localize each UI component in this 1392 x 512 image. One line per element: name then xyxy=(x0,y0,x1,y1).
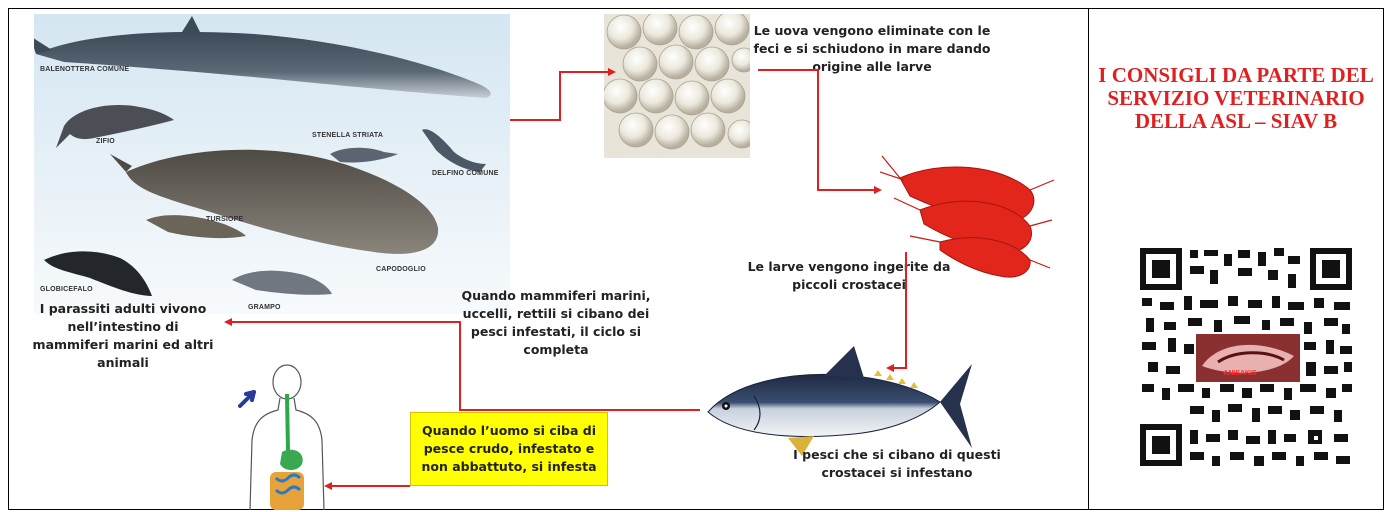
sidebar-title: I CONSIGLI DA PARTE DEL SERVIZIO VETERIN… xyxy=(1098,63,1374,133)
eggs-image xyxy=(604,14,750,158)
label-capodoglio: CAPODOGLIO xyxy=(376,266,426,273)
shrimp-image xyxy=(880,155,1055,278)
marine-mammals-illustration xyxy=(34,14,510,314)
column-divider xyxy=(1088,8,1089,510)
delfino-shape xyxy=(422,129,486,172)
adult-parasites-text: I parassiti adulti vivono nell’intestino… xyxy=(32,301,214,370)
label-globicefalo: GLOBICEFALO xyxy=(40,286,93,293)
larvae-text: Le larve vengono ingerite da piccoli cro… xyxy=(747,259,951,292)
fin-whale-shape xyxy=(36,32,491,98)
capodoglio-shape xyxy=(126,149,439,254)
zifio-shape xyxy=(64,104,174,140)
eggs-text: Le uova vengono eliminate con le feci e … xyxy=(753,23,991,74)
stenella-shape xyxy=(330,147,398,163)
fish-text: I pesci che si cibano di questi crostace… xyxy=(793,447,1001,480)
globicefalo-shape xyxy=(44,251,152,296)
arrow-fish-to-mammals xyxy=(224,318,700,411)
human-digestive-image xyxy=(238,364,325,510)
label-stenella: STENELLA STRIATA xyxy=(312,132,384,139)
label-grampo: GRAMPO xyxy=(248,304,281,311)
label-tursiope: TURSIOPE xyxy=(206,216,244,223)
label-delfino: DELFINO COMUNE xyxy=(432,170,499,177)
tursiope-shape xyxy=(146,215,246,239)
qr-code[interactable] xyxy=(1138,246,1354,468)
tuna-image xyxy=(707,346,972,456)
arrow-shrimp-to-fish xyxy=(886,252,907,372)
completion-text: Quando mammiferi marini, uccelli, rettil… xyxy=(461,288,651,357)
human-infection-box xyxy=(410,412,608,486)
human-infection-text: Quando l’uomo si ciba di pesce crudo, in… xyxy=(421,423,597,474)
label-zifio: ZIFIO xyxy=(96,138,115,145)
arrow-mammals-to-eggs xyxy=(510,68,616,121)
poster-frame xyxy=(8,8,1384,510)
qr-logo-text: ANISAKIS xyxy=(1223,370,1257,377)
label-balenottera: BALENOTTERA COMUNE xyxy=(40,66,130,73)
arrow-eggs-to-shrimp xyxy=(758,69,882,194)
grampo-shape xyxy=(232,270,332,295)
